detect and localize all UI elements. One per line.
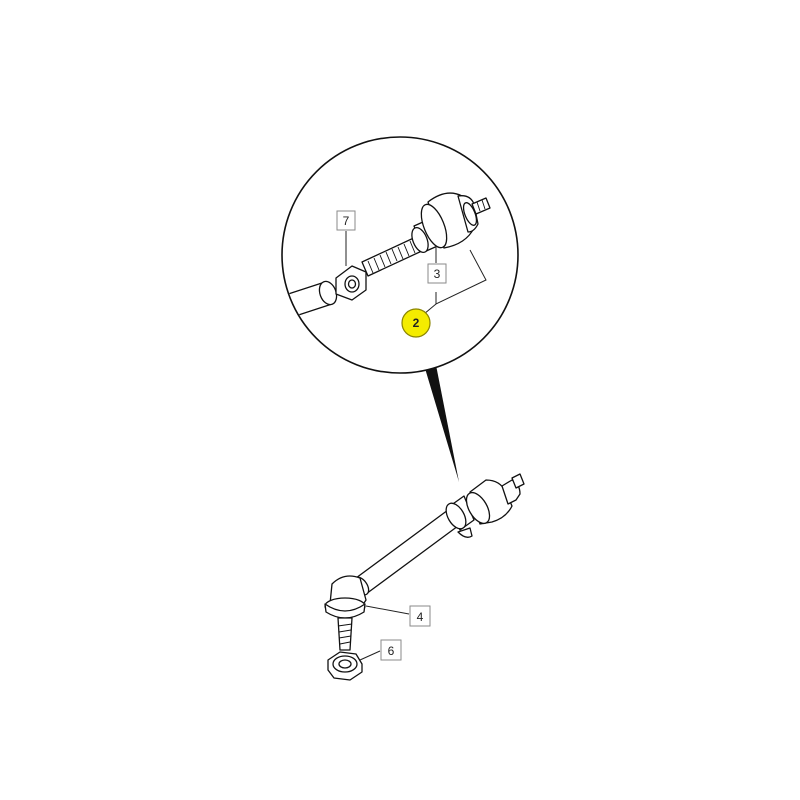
callout-3-label: 3 [434,267,441,281]
stud-nut [327,651,363,681]
tie-rod-assembly [324,473,525,681]
leader-4 [365,605,410,615]
leader-6 [359,650,381,661]
callout-2-label: 2 [413,316,420,330]
leader-2 [423,303,437,315]
callout-6-label: 6 [388,644,395,658]
detail-pointer [424,365,459,482]
main-inner-joint [445,473,525,538]
main-rod [355,509,459,595]
callout-7[interactable]: 7 [336,210,356,231]
callout-6[interactable]: 6 [380,639,402,661]
callout-2[interactable]: 2 [401,308,431,338]
callout-4-label: 4 [417,610,424,624]
leader-3-to-2 [435,249,487,305]
callout-4[interactable]: 4 [409,605,431,627]
detail-view [281,136,519,374]
callout-7-label: 7 [343,214,350,228]
tie-rod-end [324,575,367,651]
callout-2-highlight [401,308,431,338]
callout-3[interactable]: 3 [427,263,447,284]
detail-end-thread [471,197,491,215]
inner-ball-joint [420,192,479,249]
lock-nut [335,265,367,301]
